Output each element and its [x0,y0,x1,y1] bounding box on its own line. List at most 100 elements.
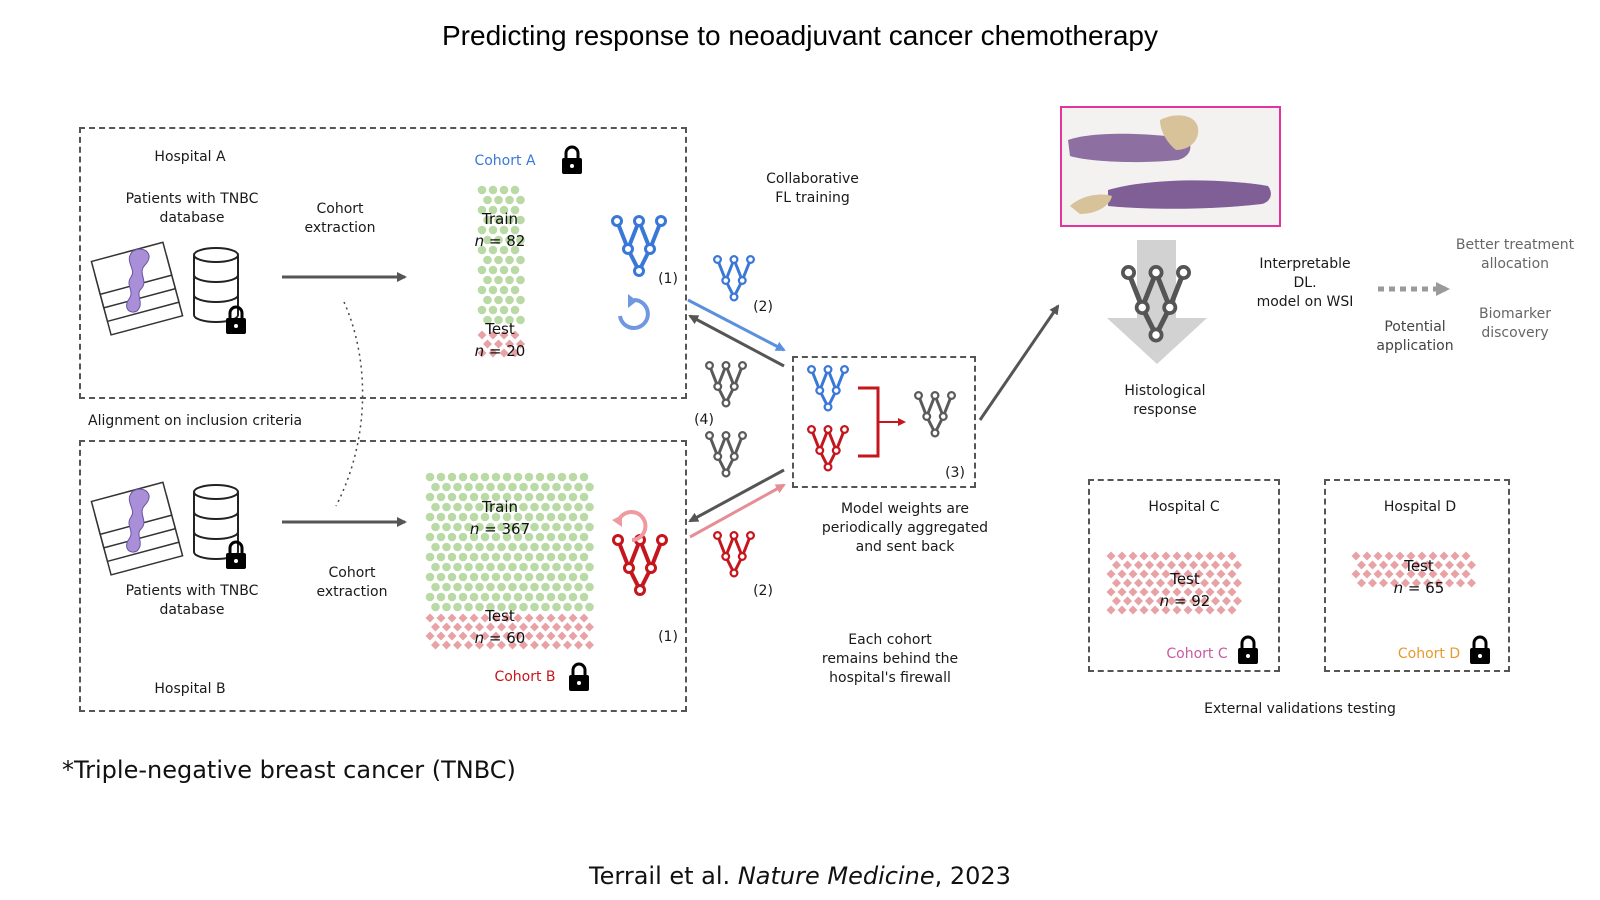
cohort-diamond [1450,569,1460,579]
aggregated-model-a-icon [704,360,748,408]
step-4: (4) [694,412,714,428]
cohort-dot [436,572,446,582]
cohort-dot [483,235,492,245]
hospital-b-label: Hospital B [154,681,226,697]
cohort-dot [497,562,506,572]
cohort-dot [513,472,523,482]
cohort-diamond [1183,587,1193,597]
cohort-dot [510,225,520,235]
cohort-dot [568,592,578,602]
cohort-dot [508,542,517,552]
cohort-dot [458,492,468,502]
cohort-dot [530,502,539,512]
cohort-diamond [510,330,520,340]
cohort-dot [499,205,509,215]
model-update-b-icon [712,530,756,578]
cohort-diamond [453,640,462,650]
cohort-dot [505,235,514,245]
cohort-dot [486,522,495,532]
cohort-diamond [488,330,498,340]
cohort-dot [494,215,503,225]
cohort-dot [425,512,435,522]
alignment-label: Alignment on inclusion criteria [88,413,303,429]
cohort-dot [447,592,457,602]
cohort-diamond [510,348,520,358]
cohort-diamond [1172,551,1182,561]
cohort-diamond [1216,569,1226,579]
cohort-diamond [1172,605,1182,615]
cohort-dot [494,255,503,265]
external-validation-label: External validations testing [1204,701,1396,717]
cohort-diamond [464,640,473,650]
cohort-dot [557,472,567,482]
cohort-diamond [1379,560,1388,570]
cohort-dot [453,542,462,552]
cohort-diamond [1139,587,1149,597]
cohort-dot [502,572,512,582]
cohort-dot [516,215,525,225]
cohort-dot [516,295,525,305]
cohort-dot [464,522,473,532]
lock-icon [560,145,584,176]
download-arrow-b [688,468,785,523]
cohort-d-label: Cohort D [1397,646,1461,662]
cohort-dot [477,305,487,315]
cohort-diamond [499,348,509,358]
citation: Terrail et al. Nature Medicine, 2023 [589,862,1011,890]
cohort-diamond [1106,605,1116,615]
deploy-arrow [978,304,1060,421]
lock-icon [567,662,591,693]
cohort-dot [574,582,583,592]
cohort-diamond [1467,578,1476,588]
cohort-b-dots [425,472,594,650]
cohort-dot [546,592,556,602]
cohort-dot [431,582,440,592]
cohort-dot [497,502,506,512]
cohort-dot [530,542,539,552]
cohort-diamond [1412,560,1421,570]
cohort-diamond [1150,569,1160,579]
cohort-dot [552,482,561,492]
cohort-diamond [480,631,490,641]
cohort-dot [574,502,583,512]
cohort-dot [557,492,567,502]
footnote: *Triple-negative breast cancer (TNBC) [62,756,516,784]
cohort-diamond [447,631,457,641]
refresh-icon [618,298,650,330]
cohort-diamond [1161,551,1171,561]
cohort-dot [497,542,506,552]
cohort-dot [488,185,498,195]
cohort-diamond [1189,560,1198,570]
cohort-dot [519,502,528,512]
cohort-diamond [1211,578,1220,588]
cohort-diamond [1112,560,1121,570]
cohort-diamond [464,622,473,632]
cohort-diamond [1178,596,1187,606]
cohort-diamond [1205,587,1215,597]
cohort-dot [475,582,484,592]
cohort-dot [552,602,561,612]
cohort-dot [541,582,550,592]
better-treatment-label: Better treatment allocation [1455,237,1575,272]
cohort-dot [477,265,487,275]
cohort-diamond [497,640,506,650]
cohort-dot [486,502,495,512]
cohort-diamond [1351,569,1361,579]
cohort-dot [431,502,440,512]
cohort-diamond [1461,551,1471,561]
cohort-dot [541,502,550,512]
cohort-dot [502,492,512,502]
cohort-diamond [1200,596,1209,606]
cohort-dot [494,275,503,285]
cohort-diamond [469,613,479,623]
cohort-diamond [477,348,487,358]
cohort-diamond [1205,569,1215,579]
cohort-diamond [1167,560,1176,570]
cohort-diamond [1200,560,1209,570]
cohort-diamond [557,613,567,623]
hospital-c-box [1088,479,1280,672]
cohort-diamond [1211,560,1220,570]
cohort-dot [557,572,567,582]
cohort-dot [557,552,567,562]
cohort-dot [499,265,509,275]
